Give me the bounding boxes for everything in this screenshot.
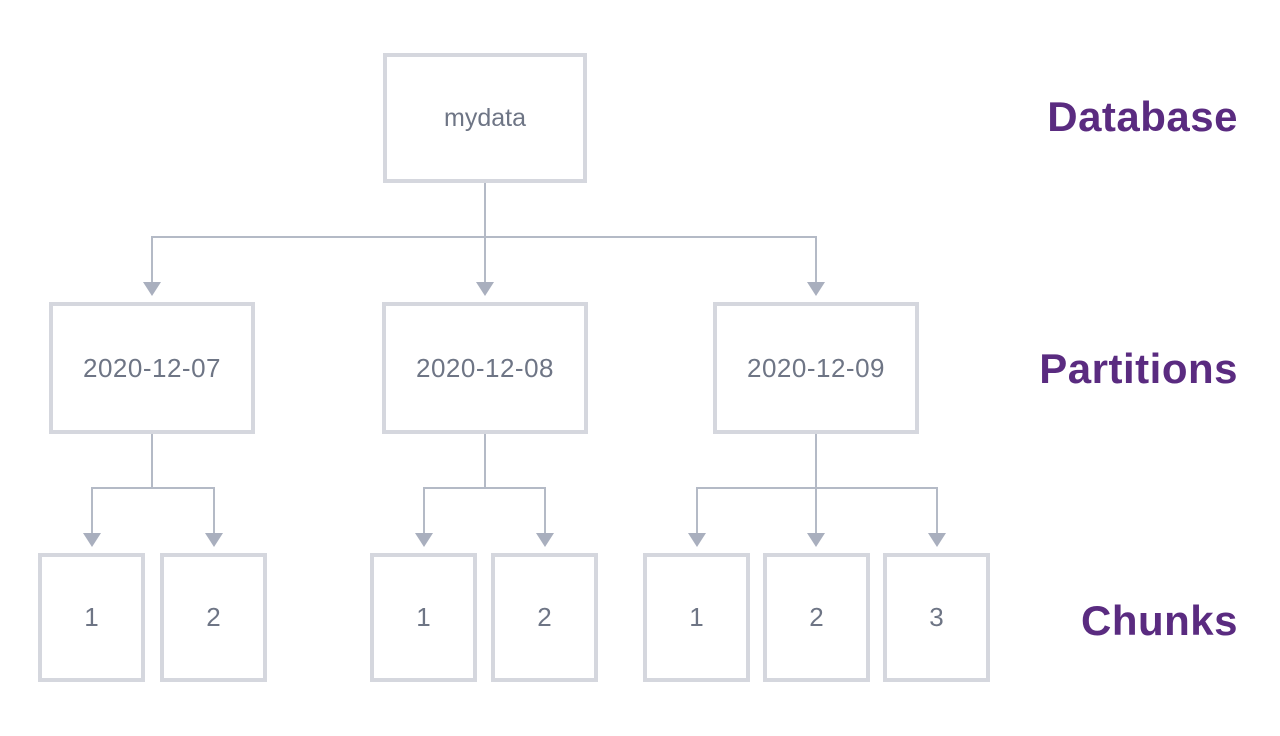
row-label-chunks: Chunks [1080,597,1238,644]
arrowhead-icon [83,533,101,547]
row-label-partitions: Partitions [1039,345,1238,392]
chunk-node: 1 [38,553,145,682]
arrowhead-icon [536,533,554,547]
chunk-node: 2 [763,553,870,682]
chunk-node: 2 [160,553,267,682]
database-node: mydata [383,53,587,183]
arrowhead-icon [415,533,433,547]
partition-node: 2020-12-08 [382,302,588,434]
partition-node-label: 2020-12-09 [747,352,885,383]
chunk-node: 1 [370,553,477,682]
arrowhead-icon [205,533,223,547]
chunk-node-label: 2 [809,602,824,632]
chunk-node: 2 [491,553,598,682]
chunk-node: 1 [643,553,750,682]
partition-node-label: 2020-12-07 [83,352,221,383]
arrowhead-icon [476,282,494,296]
database-node-label: mydata [444,103,526,132]
partition-node-label: 2020-12-08 [416,352,554,383]
chunk-node-label: 1 [416,602,431,632]
chunk-node-label: 2 [537,602,552,632]
arrowhead-icon [807,533,825,547]
arrowhead-icon [143,282,161,296]
arrowhead-icon [688,533,706,547]
arrowhead-icon [807,282,825,296]
chunk-node-label: 2 [206,602,221,632]
partition-node: 2020-12-07 [49,302,255,434]
chunk-node-label: 1 [689,602,704,632]
chunk-node: 3 [883,553,990,682]
row-label-database: Database [1047,93,1238,140]
chunk-node-label: 3 [929,602,944,632]
arrowhead-icon [928,533,946,547]
partition-node: 2020-12-09 [713,302,919,434]
chunk-node-label: 1 [84,602,99,632]
